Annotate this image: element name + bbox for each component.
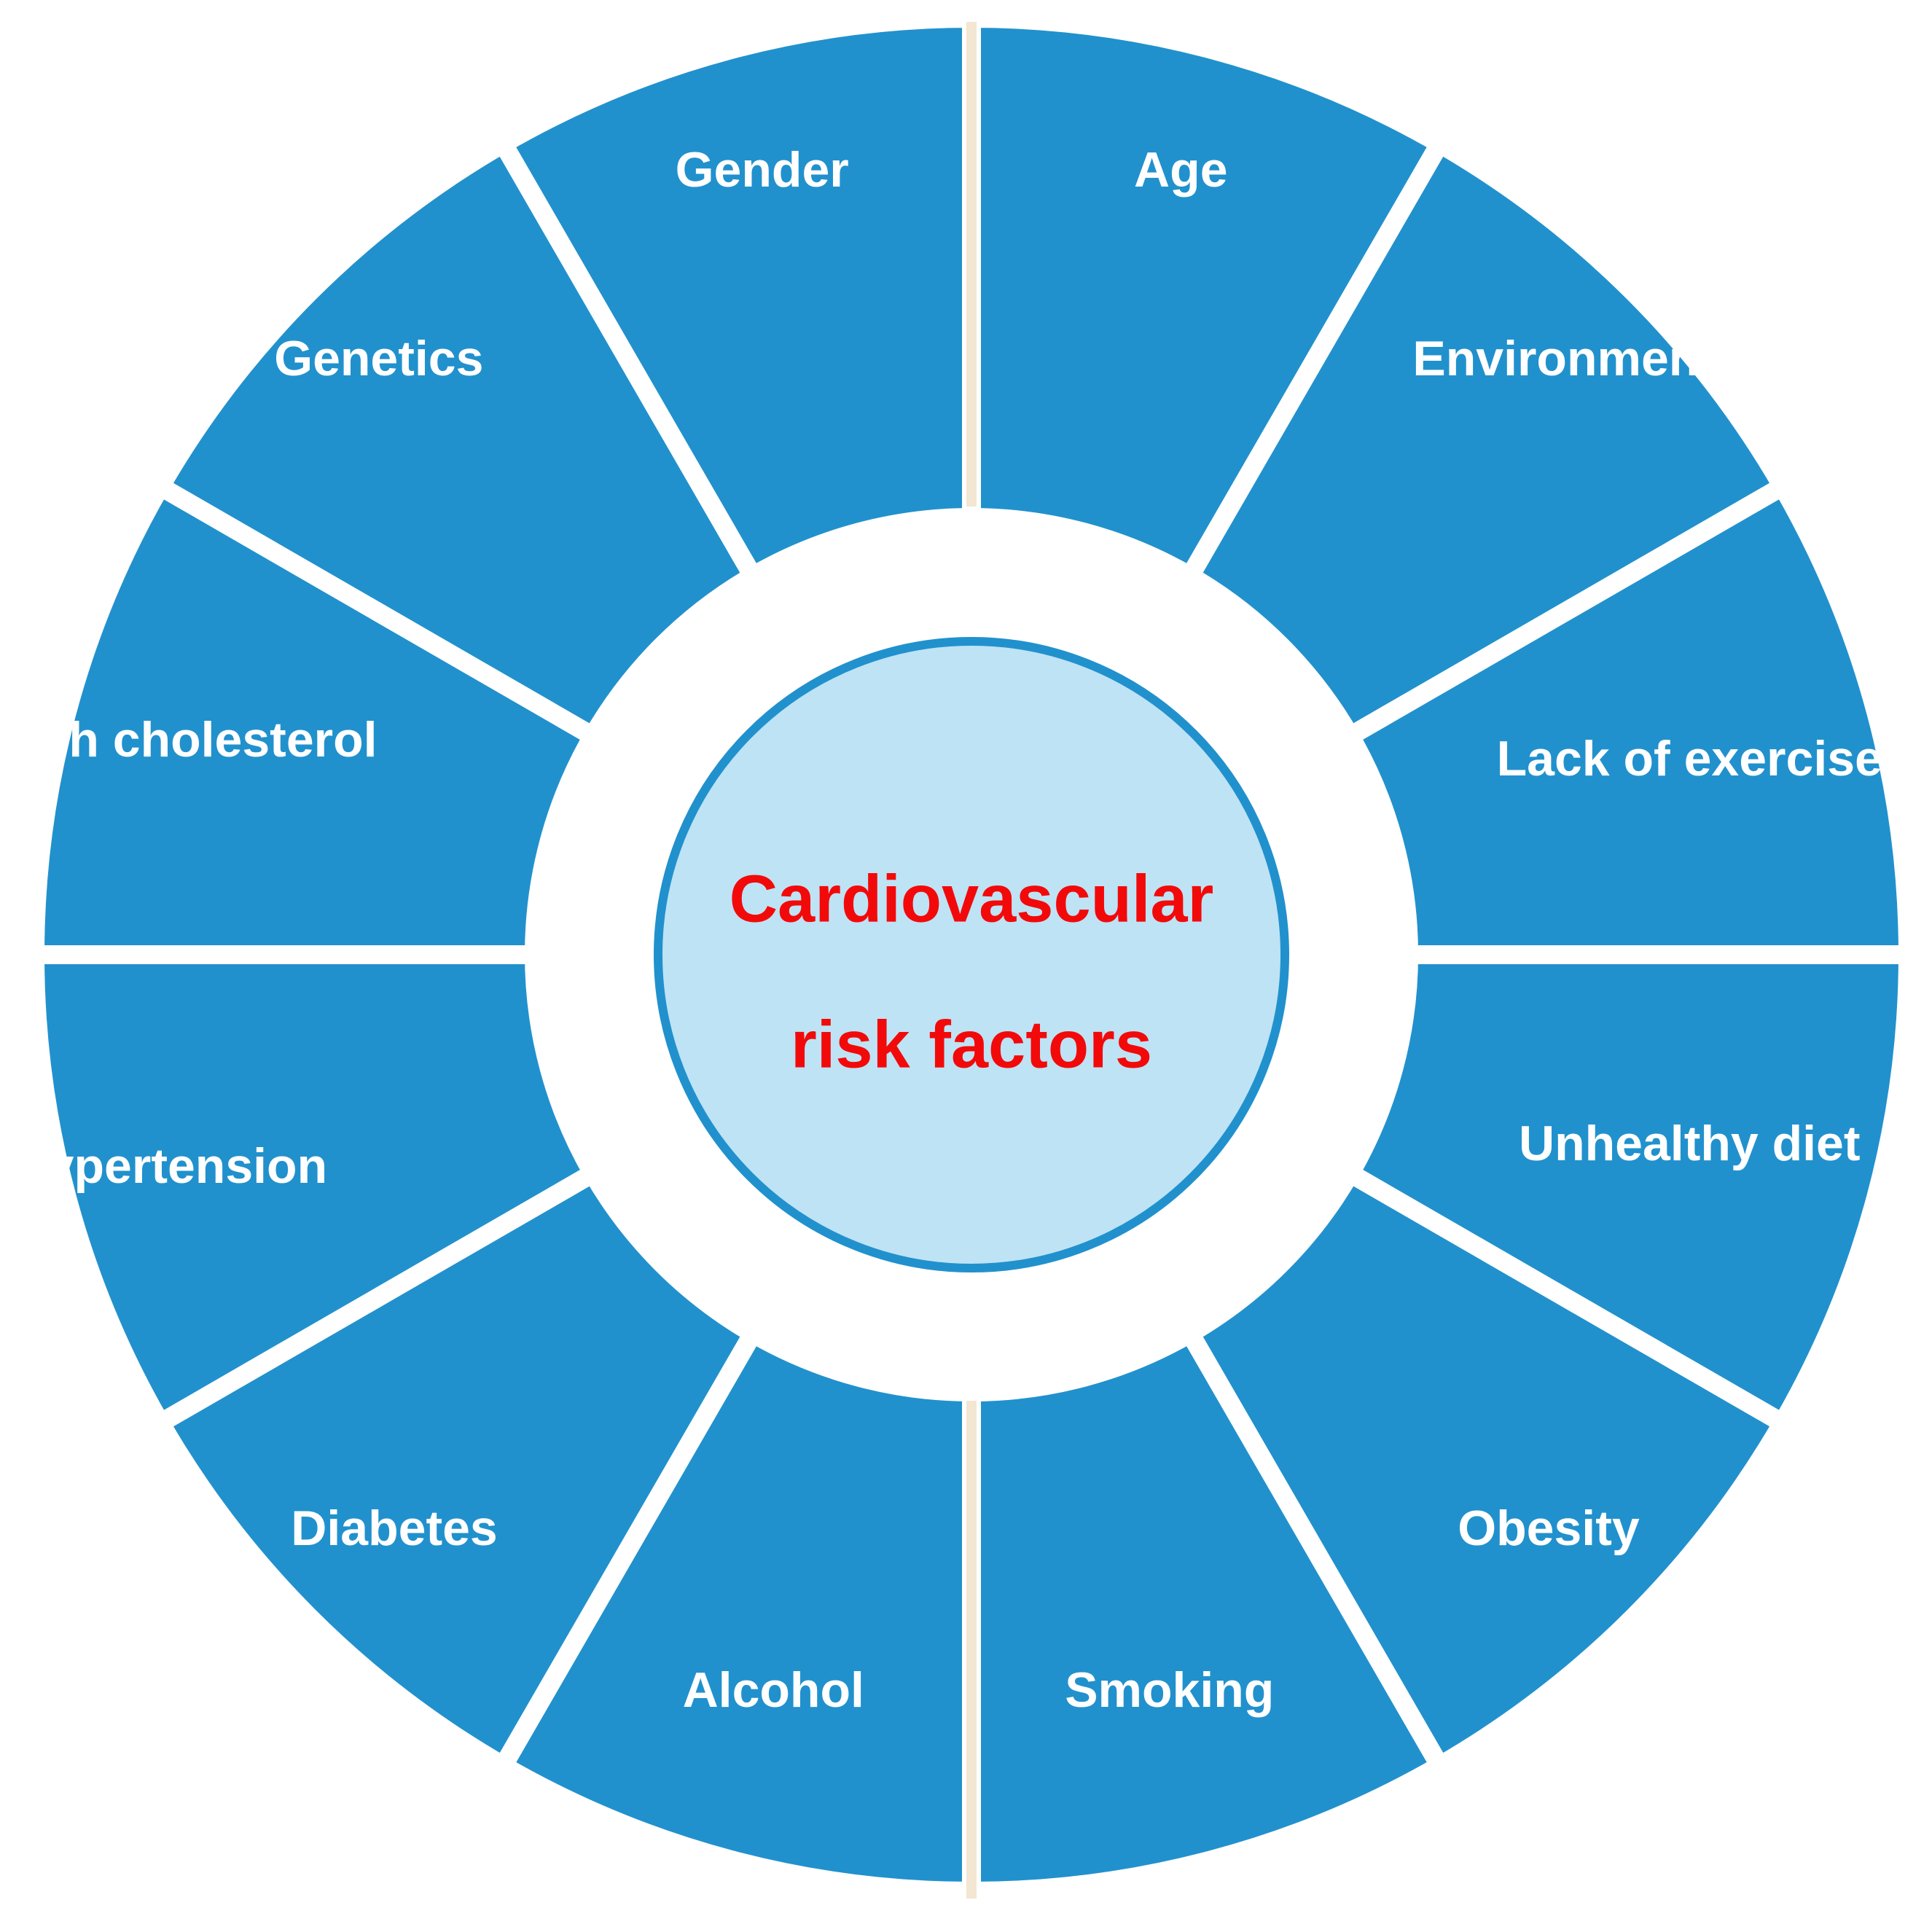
segment-obesity [1177, 1160, 1796, 1779]
segment-genetics [147, 130, 766, 749]
segments-group [25, 8, 1918, 1901]
segment-environment [1177, 130, 1796, 749]
segment-age [962, 8, 1453, 590]
segment-unhealthy-diet [1337, 945, 1918, 1436]
segment-hypertension [25, 945, 606, 1436]
segment-label-diabetes: Diabetes [291, 1501, 497, 1556]
segment-label-smoking: Smoking [1065, 1662, 1274, 1718]
center-hub [654, 637, 1289, 1272]
segment-lack-of-exercise [1337, 473, 1918, 964]
center-title-line2: risk factors [791, 1007, 1152, 1082]
segment-label-environment: Environment [1412, 331, 1716, 386]
segment-label-age: Age [1134, 142, 1227, 198]
segment-alcohol [490, 1320, 981, 1901]
segment-diabetes [147, 1160, 766, 1779]
segment-smoking [962, 1320, 1453, 1901]
segment-gender [490, 8, 981, 590]
segment-label-high-cholesterol: High cholesterol [0, 712, 378, 767]
segment-label-gender: Gender [676, 142, 849, 198]
segment-label-hypertension: Hypertension [11, 1138, 328, 1194]
center-title-line1: Cardiovascular [730, 861, 1214, 936]
segment-label-lack-of-exercise: Lack of exercise [1497, 731, 1882, 786]
segment-label-alcohol: Alcohol [683, 1662, 864, 1718]
segment-label-unhealthy-diet: Unhealthy diet [1519, 1116, 1861, 1171]
segment-label-obesity: Obesity [1458, 1501, 1640, 1556]
segment-high-cholesterol [25, 473, 606, 964]
segment-label-genetics: Genetics [274, 331, 483, 386]
